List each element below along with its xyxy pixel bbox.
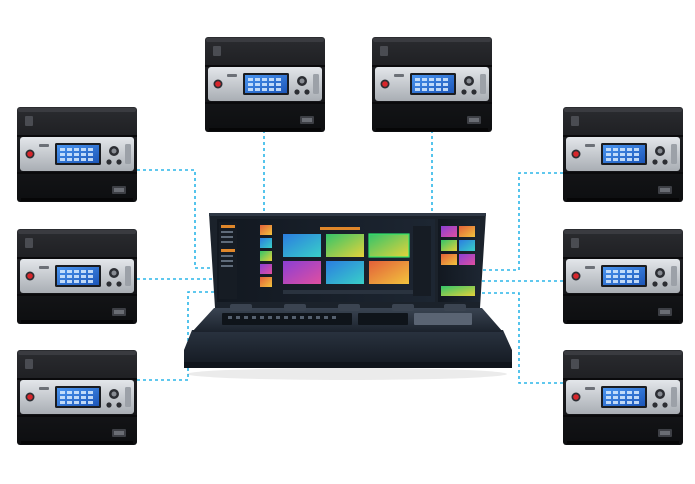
- rack-unit-1: [17, 107, 137, 202]
- connector-lines: [137, 130, 563, 384]
- connector-unit-3: [137, 291, 215, 381]
- preview-grid: [283, 233, 410, 284]
- control-console: [184, 213, 512, 380]
- rack-unit-2: [17, 229, 137, 324]
- control-keypad: [222, 313, 472, 325]
- rack-unit-3: [17, 350, 137, 445]
- thumbnail-strip: [260, 225, 272, 287]
- rack-unit-8: [563, 350, 683, 445]
- fader-knobs: [230, 304, 466, 311]
- rack-unit-4: [205, 37, 325, 132]
- console-main-screen: [217, 219, 435, 302]
- connector-unit-6: [478, 172, 563, 271]
- rack-unit-5: [372, 37, 492, 132]
- connector-unit-1: [137, 169, 215, 269]
- rack-unit-6: [563, 107, 683, 202]
- rack-unit-7: [563, 229, 683, 324]
